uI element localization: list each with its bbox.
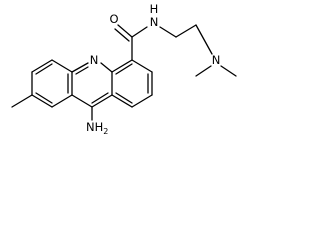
amide-bond	[131, 26, 148, 38]
bond	[51, 94, 73, 108]
double-bond	[115, 92, 133, 104]
bond	[31, 59, 53, 73]
bond	[100, 62, 113, 73]
bond	[51, 59, 73, 73]
bond	[91, 94, 113, 108]
methyl-bond	[11, 94, 33, 108]
methyl-bond	[220, 65, 237, 77]
double-bond	[35, 63, 53, 75]
double-bond	[91, 92, 109, 104]
double-bond	[115, 63, 133, 75]
bond	[131, 94, 153, 108]
double-bond	[35, 92, 53, 104]
carbonyl-double-bond	[114, 28, 130, 42]
chain-bond	[159, 26, 177, 38]
bond	[71, 94, 93, 108]
bond	[131, 59, 153, 73]
bond	[71, 62, 89, 73]
amide-hydrogen-label: H	[150, 2, 159, 16]
carbonyl-double-bond	[117, 24, 133, 38]
amide-nitrogen-label: N	[150, 15, 159, 29]
carbonyl-oxygen-label: O	[109, 12, 118, 26]
bonds	[11, 24, 237, 121]
chain-bond	[175, 24, 197, 38]
amine-nitrogen-label: N	[212, 53, 221, 67]
bond	[111, 94, 133, 108]
methyl-bond	[195, 65, 212, 77]
bond	[111, 59, 133, 73]
structure-diagram: O H N N N NH2	[11, 2, 237, 136]
amino-group-label: NH2	[86, 120, 108, 136]
amino-group-text: NH	[86, 120, 103, 134]
bond	[31, 94, 53, 108]
ring-nitrogen-label: N	[90, 53, 99, 67]
amino-subscript: 2	[103, 127, 108, 136]
atom-labels: O H N N N NH2	[86, 2, 220, 136]
double-bond	[75, 66, 89, 75]
chain-bond	[195, 24, 213, 55]
